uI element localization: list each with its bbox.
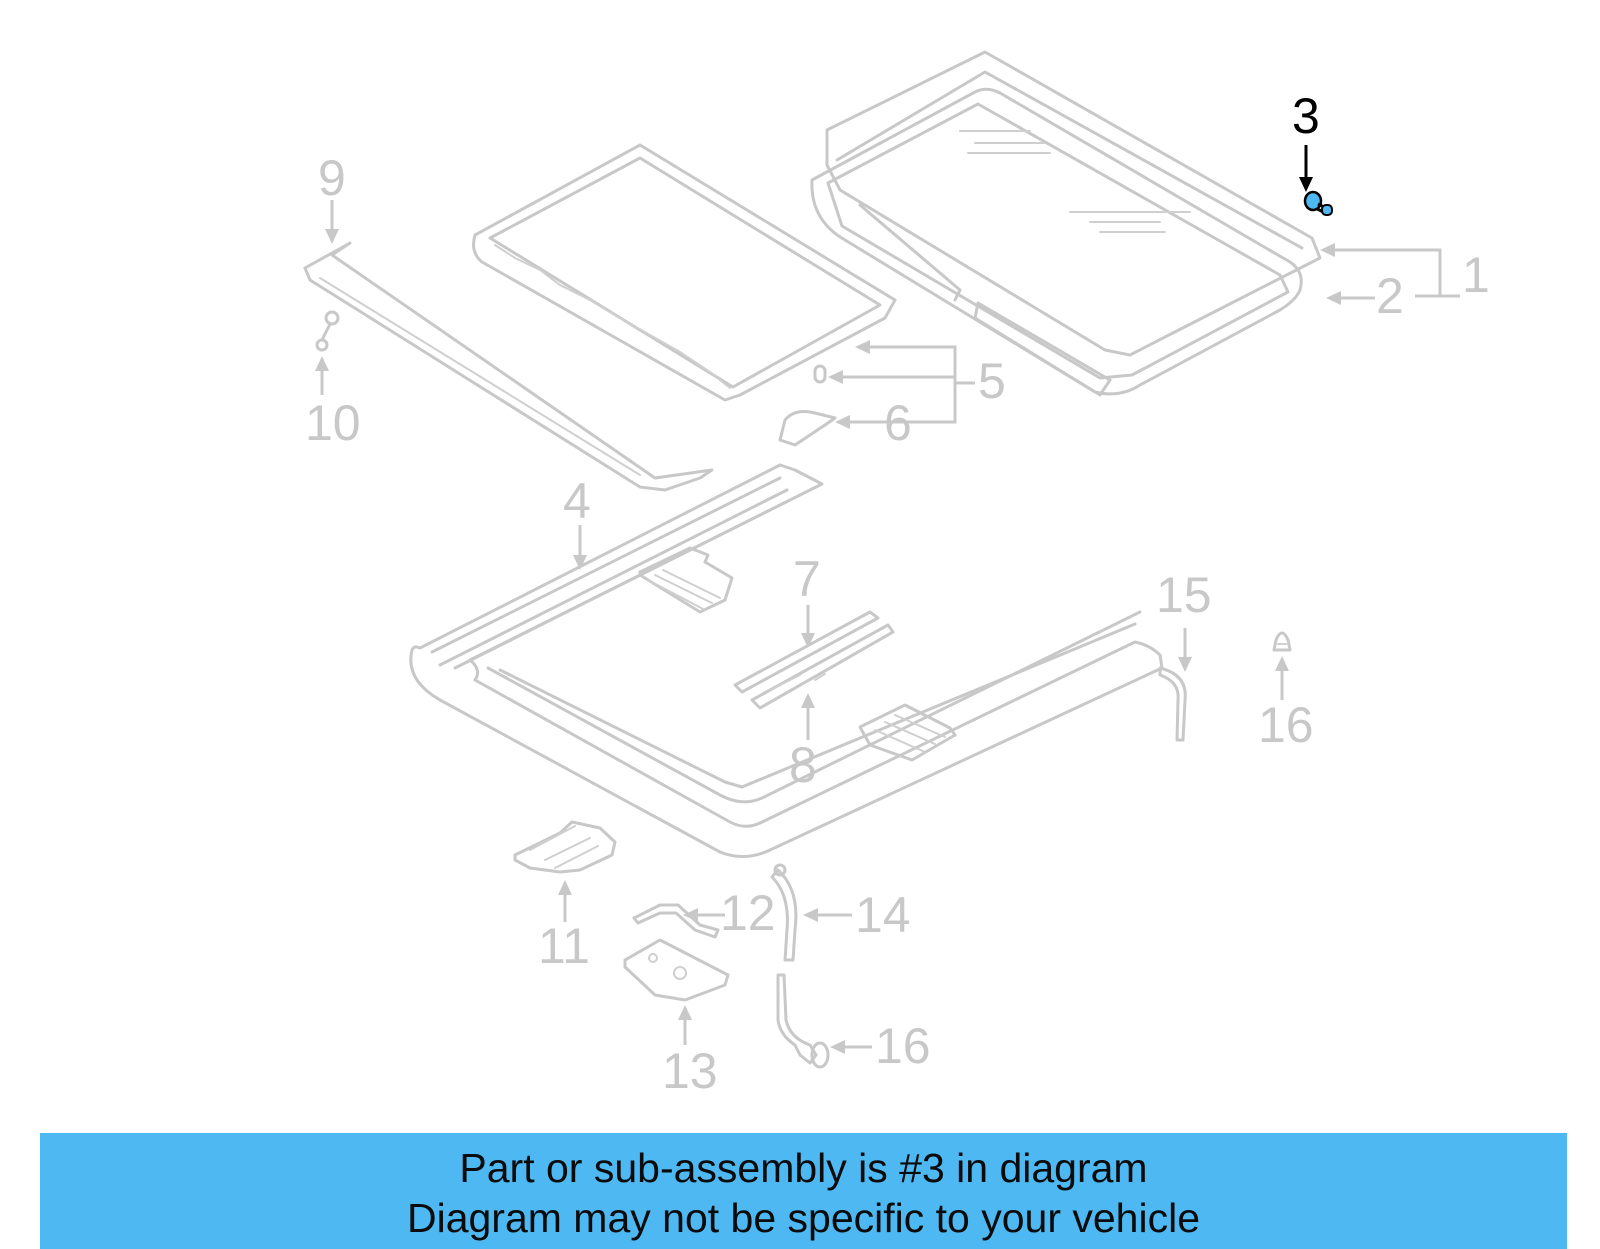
callout-7: 7 [793,551,821,607]
callout-2: 2 [1376,268,1404,324]
callout-6: 6 [884,395,912,451]
callout-4: 4 [563,473,591,529]
drain-hose-part-14 [770,863,830,1069]
drive-motor-part-11 [513,820,617,874]
callout-3[interactable]: 3 [1292,88,1320,144]
part-info-banner: Part or sub-assembly is #3 in diagram Di… [40,1133,1567,1249]
banner-line-disclaimer: Diagram may not be specific to your vehi… [406,1195,1200,1241]
glass-panel-outline [810,50,1322,397]
callout-8: 8 [789,737,817,793]
callout-11: 11 [538,918,590,974]
drain-seal-part-15 [1158,666,1187,742]
highlighted-clip-part-3 [1303,190,1333,216]
callout-16-bottom: 16 [875,1018,931,1074]
clip-part-12 [632,903,720,939]
grommet-part-5 [813,364,827,384]
callout-13: 13 [662,1043,718,1099]
banner-line-part-number: Part or sub-assembly is #3 in diagram [459,1145,1148,1191]
pin-part-10 [315,310,340,352]
bracket-part-6 [778,410,837,447]
parts-diagram: 1 2 3 4 5 6 7 8 9 10 11 12 13 14 15 16 1… [303,50,1490,1099]
sunroof-frame-part-4 [409,463,1164,858]
callout-16-right: 16 [1258,697,1314,753]
mounting-bracket-part-13 [623,938,730,1002]
callout-15: 15 [1156,567,1212,623]
leader-lines [315,145,1460,1054]
callout-10: 10 [305,395,361,451]
callout-1: 1 [1462,247,1490,303]
callout-12: 12 [720,885,776,941]
sunshade-panel-outline [472,143,897,402]
callout-9: 9 [318,150,346,206]
callout-14: 14 [855,887,911,943]
callout-5: 5 [978,353,1006,409]
wind-deflector-part-9 [303,241,714,492]
guide-rails-parts-7-8 [733,610,895,710]
clip-part-16 [1272,631,1292,652]
